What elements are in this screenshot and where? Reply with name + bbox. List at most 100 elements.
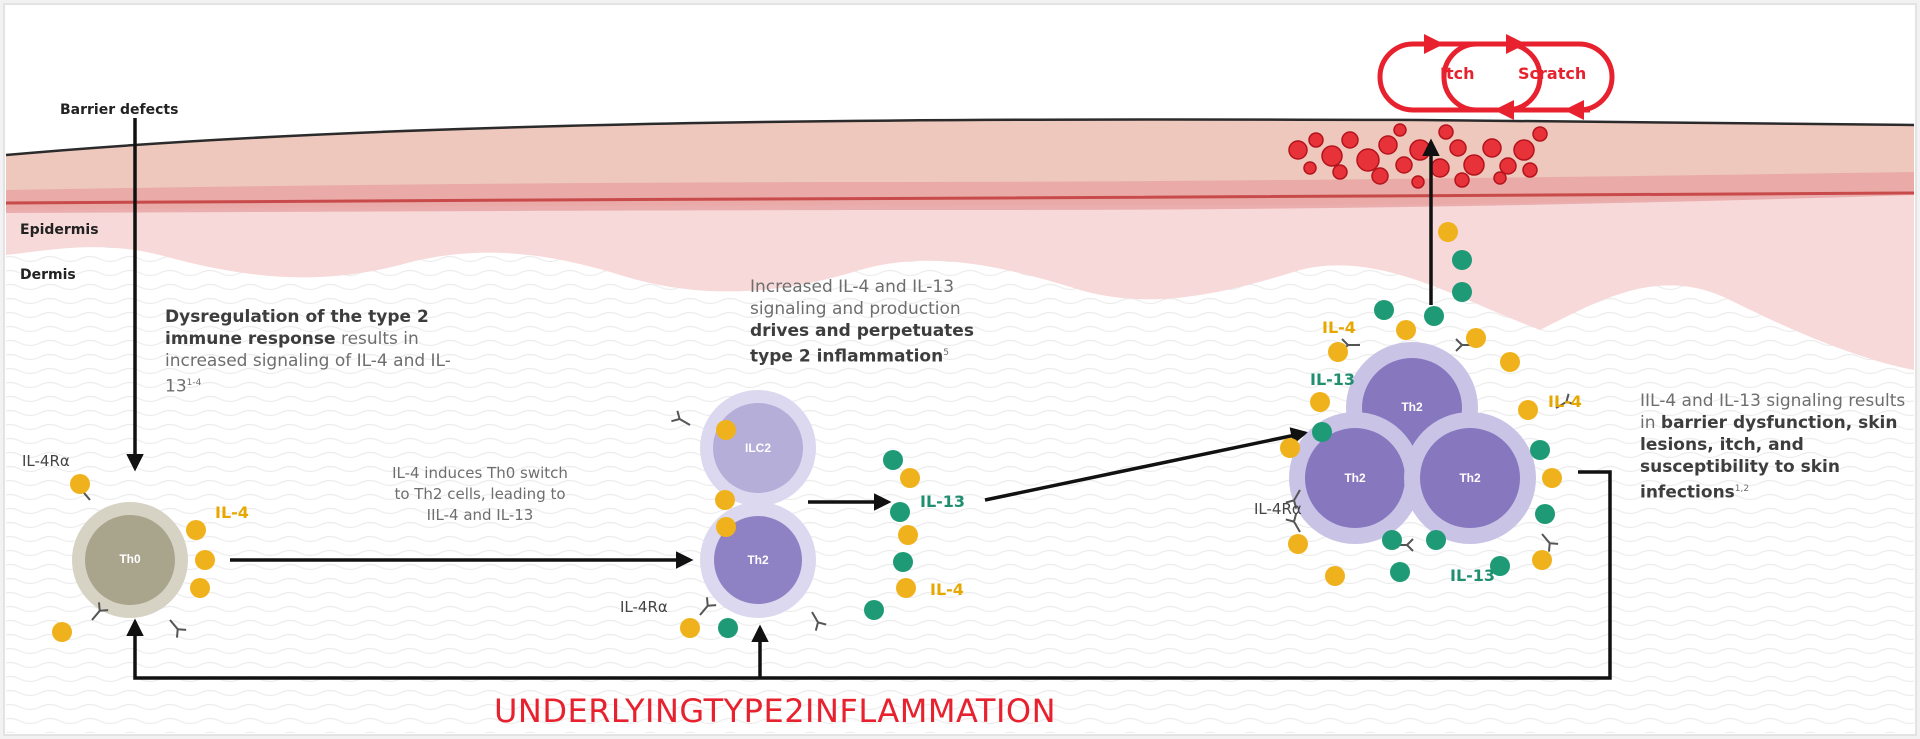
il4-dot [1466,328,1486,348]
dysregulation-rest: results in increased signaling of IL-4 a… [165,329,451,397]
il4-dot [716,517,736,537]
il4-dot [680,618,700,638]
receptor [1541,533,1559,552]
il4-dot [1396,320,1416,340]
il4-dot [195,550,215,570]
cytokine-dots [52,222,1562,642]
epidermis-band [6,172,1914,213]
il4-dot [186,520,206,540]
skin-surface-line [5,118,1915,157]
ilc2-cell [700,390,816,506]
dermis-label: Dermis [20,267,76,283]
il4-dot [1438,222,1458,242]
switch-line-2: to Th2 cells, leading to [394,485,566,503]
il13-dot [1382,530,1402,550]
il4-dot [1500,352,1520,372]
il13-dot [1390,562,1410,582]
switch-line-1: IL-4 induces Th0 switch [392,464,568,482]
scratch-loop [1441,41,1615,113]
itch-label: Itch [1440,64,1475,83]
barrier-defects-label: Barrier defects [60,102,179,118]
il13-label-middle: IL-13 [920,492,966,511]
il4-dot [900,468,920,488]
il4ra-label-th0: IL-4Rα [22,452,70,470]
il4-dot [1288,534,1308,554]
lesion-blob [1454,172,1470,188]
itch-loop [1377,41,1543,113]
barrier-dysfunction-text: IIL-4 and IL-13 signaling results in bar… [1640,390,1910,504]
th0-cell [72,502,188,618]
lesion-blob [1411,175,1425,189]
il4-dot [190,578,210,598]
th2-cluster [1289,342,1536,544]
il4-dot [898,525,918,545]
lesion-blob [1463,154,1485,176]
lesion-blob [1449,139,1467,157]
il13-dot [890,502,910,522]
ilc2-name: ILC2 [744,441,771,455]
il13-dot [1374,300,1394,320]
il4-dot [716,420,736,440]
il4ra-label-th2: IL-4Rα [620,598,668,616]
scratch-label: Scratch [1518,64,1587,83]
barrier-dysfunction-normal: IIL-4 and IL-13 signaling results in [1640,391,1906,433]
il4-dot [715,490,735,510]
to-cluster-arrow [984,427,1309,502]
il4-label-th0: IL-4 [215,503,249,522]
il4-dot [896,578,916,598]
il13-dot [893,552,913,572]
il4-label-middle: IL-4 [930,580,964,599]
il13-dot [1535,504,1555,524]
il4-dot [1542,468,1562,488]
lesion-blob [1522,162,1538,178]
lesion-blob [1532,126,1548,142]
lesion-blob [1303,161,1317,175]
il13-dot [1426,530,1446,550]
epidermis-label: Epidermis [20,222,99,238]
il13-dot [1452,250,1472,270]
lesion-blob [1308,132,1324,148]
il4-dot [52,622,72,642]
lesion-blob [1378,135,1398,155]
il4-dot [70,474,90,494]
receptor [699,597,717,616]
il4-dot [1518,400,1538,420]
lesion-blob [1288,140,1308,160]
lesion-blob [1321,145,1343,167]
basement-line [5,191,1915,205]
il13-label-cluster-bottom: IL-13 [1450,566,1496,585]
receptor [169,619,187,638]
dysregulation-text: Dysregulation of the type 2 immune respo… [165,306,465,398]
lesion-blob [1482,138,1502,158]
receptor [1285,489,1301,509]
lesion-blob [1409,139,1431,161]
il4-dot [1532,550,1552,570]
il4-dot [1328,342,1348,362]
il13-dot [1424,306,1444,326]
dysregulation-bold: Dysregulation of the type 2 immune respo… [165,307,429,349]
lesion-blob [1341,131,1359,149]
lesion-blob [1493,171,1507,185]
switch-text: IL-4 induces Th0 switch to Th2 cells, le… [340,463,620,526]
il4-dot [1280,438,1300,458]
lesion-blob [1513,139,1535,161]
il13-label-cluster-left: IL-13 [1310,370,1356,389]
th0-name: Th0 [119,552,141,566]
perpetuates-ref: 5 [943,348,949,358]
lesion-blob [1393,123,1407,137]
receptor [91,602,109,621]
lesion-blob [1438,124,1454,140]
il4ra-label-cluster: IL-4Rα [1254,500,1302,518]
il4-dot [1325,566,1345,586]
lesion-blob [1499,157,1517,175]
cluster-th2-top: Th2 [1401,400,1423,414]
receptor [1555,393,1575,409]
receptor [1285,513,1301,533]
th2-name: Th2 [747,553,769,567]
il13-dot [1452,282,1472,302]
barrier-dysfunction-bold: barrier dysfunction, skin lesions, itch,… [1640,413,1898,503]
il13-dot [883,450,903,470]
switch-line-3: IIL-4 and IL-13 [426,506,534,524]
